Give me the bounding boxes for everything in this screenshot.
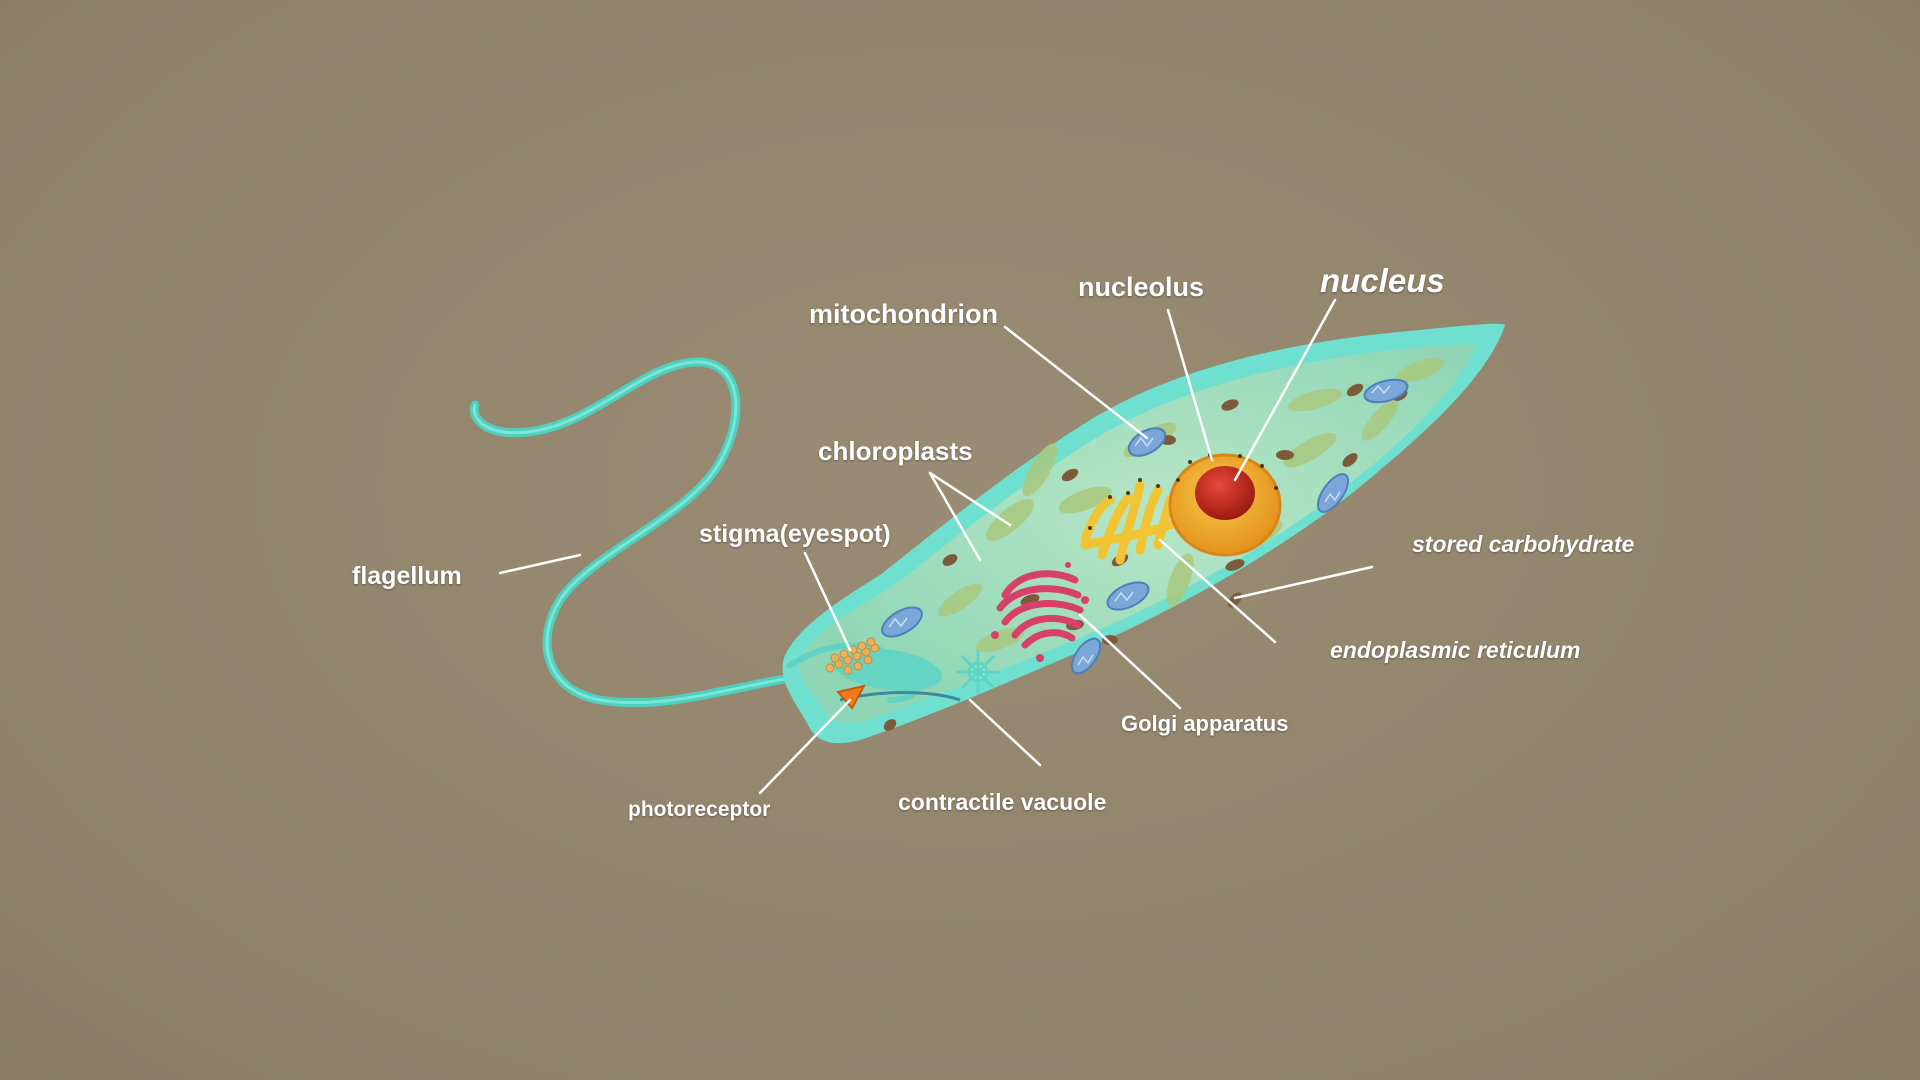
golgi-apparatus bbox=[996, 570, 1084, 649]
leader-golgi bbox=[1078, 613, 1182, 710]
leader-contractile-vacuole bbox=[968, 698, 1042, 767]
leader-mitochondrion bbox=[1003, 325, 1149, 440]
leader-lines bbox=[498, 298, 1374, 795]
label-golgi: Golgi apparatus bbox=[1121, 711, 1289, 736]
label-stored-carbohydrate: stored carbohydrate bbox=[1412, 531, 1635, 557]
label-flagellum: flagellum bbox=[352, 562, 462, 590]
label-contractile-vacuole: contractile vacuole bbox=[898, 789, 1107, 815]
label-stigma: stigma(eyespot) bbox=[699, 520, 891, 548]
label-chloroplasts: chloroplasts bbox=[818, 436, 973, 466]
leader-nucleolus bbox=[1166, 308, 1214, 462]
mitochondria bbox=[881, 378, 1409, 675]
label-nucleus: nucleus bbox=[1320, 262, 1445, 299]
contractile-vacuole bbox=[956, 650, 1000, 694]
leader-flagellum bbox=[498, 553, 582, 575]
leader-stigma bbox=[803, 551, 852, 652]
label-photoreceptor: photoreceptor bbox=[628, 798, 771, 821]
label-nucleolus: nucleolus bbox=[1078, 272, 1205, 302]
leader-stored-carbohydrate bbox=[1233, 565, 1374, 600]
nucleolus bbox=[1195, 466, 1255, 520]
endoplasmic-reticulum bbox=[1080, 480, 1175, 565]
label-mitochondrion: mitochondrion bbox=[809, 299, 998, 329]
leader-nucleus bbox=[1233, 298, 1337, 482]
photoreceptor bbox=[836, 684, 866, 710]
leader-chloroplasts-b bbox=[928, 471, 982, 562]
flagellum bbox=[469, 357, 795, 708]
label-endoplasmic-reticulum: endoplasmic reticulum bbox=[1330, 637, 1581, 663]
leader-chloroplasts-a bbox=[928, 471, 1012, 527]
golgi-vesicles bbox=[991, 562, 1089, 662]
leader-endoplasmic-reticulum bbox=[1158, 538, 1277, 644]
leader-photoreceptor bbox=[758, 698, 852, 795]
